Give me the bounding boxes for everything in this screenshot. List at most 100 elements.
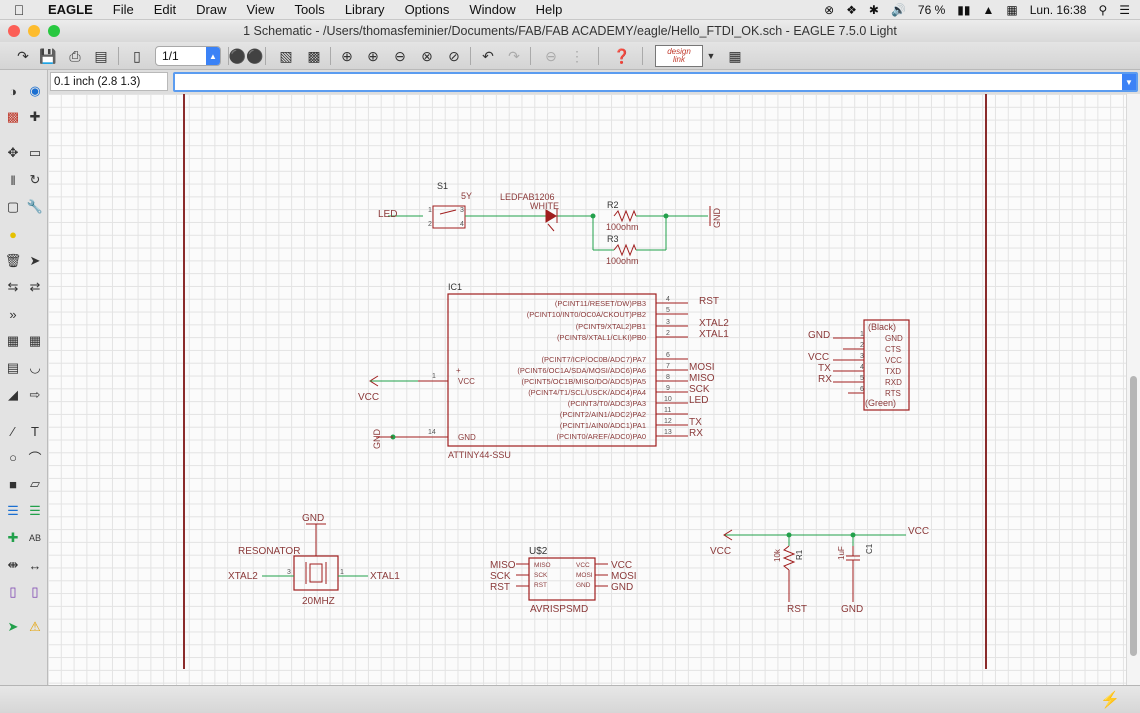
volume-icon[interactable]: 🔊 [890,3,906,17]
zoom-window-button[interactable] [48,25,60,37]
attribute-icon[interactable]: ⇼ [7,557,19,572]
dropbox-icon[interactable]: ❖ [846,3,857,17]
zoom-redraw-icon[interactable]: ⊗ [421,47,433,64]
menu-view[interactable]: View [246,2,275,17]
menu-library[interactable]: Library [344,2,385,17]
help-icon[interactable]: ❓ [613,47,631,64]
battery-icon[interactable]: ▮▮ [957,3,971,17]
undo-icon[interactable]: ↶ [482,47,494,64]
r2-value: 100ohm [606,222,639,232]
add-part-icon[interactable]: ➤ [29,253,41,268]
input-source-icon[interactable]: ▦ [1006,3,1018,17]
menu-edit[interactable]: Edit [153,2,177,17]
menu-file[interactable]: File [112,2,134,17]
junction-icon[interactable]: ✚ [7,530,19,545]
resistor-r2 [613,209,708,223]
name-icon[interactable]: ▦ [6,333,20,348]
sheet-select[interactable]: 1/1 ▲ [155,46,221,66]
copy-icon[interactable]: ▭ [28,145,42,160]
grid-table-icon[interactable]: ▦ [728,47,742,64]
paste-icon[interactable]: ● [9,226,17,242]
apple-menu-icon[interactable]:  [0,2,38,18]
ic1-name: IC1 [448,282,462,292]
script-icon[interactable]: ⚫⚫ [228,47,264,64]
group-icon[interactable]: ▢ [6,199,20,214]
ic1-net-gnd: GND [372,429,382,450]
switch-value: 5Y [461,191,472,201]
polygon-icon[interactable]: ▱ [30,476,40,491]
gnd-top-label: GND [712,208,722,229]
zoom-fit-icon[interactable]: ⊕ [341,47,353,64]
bluetooth-icon[interactable]: ✱ [868,3,879,17]
spotlight-icon[interactable]: ⚲ [1098,3,1108,17]
replace-icon[interactable]: » [9,306,17,322]
menu-draw[interactable]: Draw [196,2,227,17]
pinswap-icon[interactable]: ⇆ [7,279,19,294]
optimize-icon[interactable]: ⇨ [29,387,41,402]
save-icon[interactable]: 💾 [39,47,57,64]
close-window-button[interactable] [8,25,20,37]
menu-options[interactable]: Options [404,2,450,17]
display-layers-icon[interactable]: ▩ [6,109,20,124]
frame-icon[interactable]: ▯ [9,584,17,599]
vertical-scrollbar[interactable] [1126,94,1140,685]
notification-center-icon[interactable]: ☰ [1119,3,1130,17]
net-icon[interactable]: ☰ [29,503,41,518]
move-icon[interactable]: ✥ [7,145,19,160]
command-input[interactable]: ▼ [173,72,1138,92]
label-icon[interactable]: AB [28,533,41,543]
menu-tools[interactable]: Tools [294,2,325,17]
delete-icon[interactable]: 🗑 [4,253,22,268]
errors-warning-icon[interactable]: ⚠ [29,619,41,634]
run-ulp-icon[interactable]: ▧ [279,47,293,64]
clock[interactable]: Lun. 16:38 [1029,3,1087,17]
info-icon[interactable]: ◑ [9,83,17,99]
zoom-in-icon[interactable]: ⊕ [367,47,379,64]
change-icon[interactable]: 🔧 [26,199,44,214]
show-icon[interactable]: ◉ [29,83,41,98]
gateswap-icon[interactable]: ⇄ [29,279,41,294]
mark-icon[interactable]: ✚ [29,109,41,124]
rotate-icon[interactable]: ↻ [29,172,41,187]
go-icon[interactable]: ⋮ [570,47,584,64]
battery-text[interactable]: 76 % [917,3,946,17]
dimension-icon[interactable]: ↔ [28,557,42,573]
erc-icon[interactable]: ➤ [7,619,19,634]
stop-icon[interactable]: ⊖ [545,47,557,64]
zoom-out-icon[interactable]: ⊖ [394,47,406,64]
zoom-select-icon[interactable]: ⊘ [448,47,460,64]
board-switch-icon[interactable]: ▩ [307,47,321,64]
designlink-dropdown-icon[interactable]: ▼ [706,51,716,61]
module-icon[interactable]: ▯ [31,584,39,599]
redo-icon[interactable]: ↷ [508,47,520,64]
app-menu[interactable]: EAGLE [48,2,93,17]
ic1-net-rx: RX [689,428,703,439]
bus-icon[interactable]: ☰ [7,503,19,518]
cam-processor-icon[interactable]: ▤ [94,47,108,64]
wire-icon[interactable]: ∕ [11,423,15,439]
smash-icon[interactable]: ▤ [6,360,20,375]
scrollbar-thumb[interactable] [1130,376,1137,656]
arc-icon[interactable]: ⌒ [28,450,42,466]
print-icon[interactable]: ⎙ [69,47,81,64]
miter-icon[interactable]: ◡ [29,360,41,375]
rectangle-icon[interactable]: ■ [9,476,17,492]
lightning-icon[interactable]: ⚡ [1100,692,1120,709]
close-circle-icon[interactable]: ⊗ [824,3,835,17]
mirror-icon[interactable]: ‖ [10,172,16,188]
schematic-canvas[interactable]: LED S1 5Y 1 2 3 4 LEDFAB1206 WHITE R2 10… [48,94,1126,685]
chevron-down-icon[interactable]: ▼ [1122,74,1136,90]
value-icon[interactable]: ▦ [28,333,42,348]
isp-net-gnd: GND [611,582,633,593]
text-icon[interactable]: T [31,423,39,439]
circle-icon[interactable]: ○ [9,449,17,465]
open-file-icon[interactable]: ↷ [17,47,29,64]
menu-help[interactable]: Help [535,2,563,17]
minimize-window-button[interactable] [28,25,40,37]
split-icon[interactable]: ◢ [8,387,18,402]
resonator-net-gnd: GND [302,513,324,524]
wifi-icon[interactable]: ▲ [982,3,995,17]
sheet-icon[interactable]: ▯ [133,47,141,64]
menu-window[interactable]: Window [469,2,516,17]
